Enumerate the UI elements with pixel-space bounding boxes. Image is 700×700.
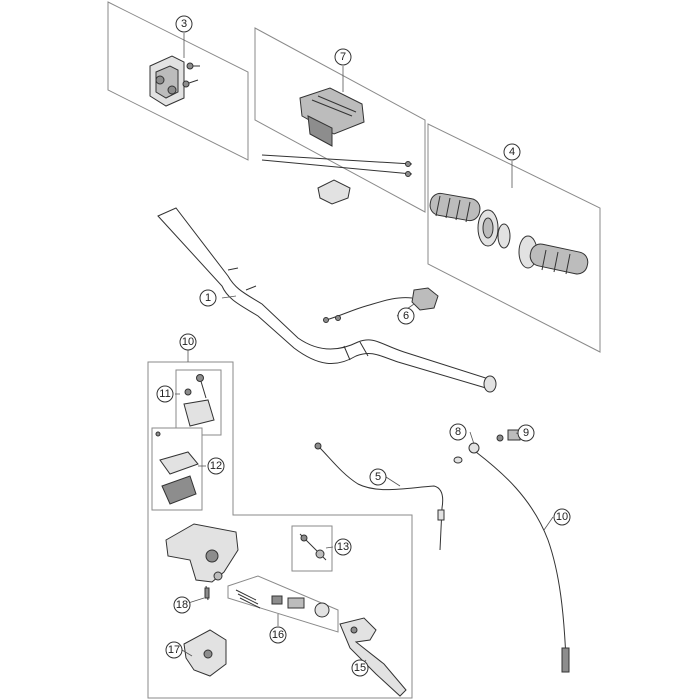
- callout-3: 3: [175, 15, 193, 33]
- callout-5: 5: [369, 468, 387, 486]
- callout-16: 16: [269, 626, 287, 644]
- part-adjuster-screw: [291, 525, 333, 572]
- callout-10: 10: [553, 508, 571, 526]
- part-cable-ties: [261, 154, 413, 177]
- callout-8: 8: [449, 423, 467, 441]
- svg-text:16: 16: [272, 629, 284, 641]
- part-left-grip: [429, 192, 481, 223]
- callout-15: 15: [351, 659, 369, 677]
- part-clamp-screws: [182, 62, 200, 88]
- part-handlebar-clamp: [149, 55, 185, 107]
- svg-text:18: 18: [176, 599, 188, 611]
- part-master-cylinder-body: [165, 523, 239, 583]
- svg-text:10: 10: [182, 336, 194, 348]
- svg-text:11: 11: [159, 388, 170, 400]
- callout-9: 9: [517, 424, 535, 442]
- callout-14: 13: [334, 538, 352, 556]
- part-lever-bracket: [183, 629, 227, 677]
- part-hot-start-cable: [453, 429, 570, 673]
- callout-11: 10: [179, 333, 197, 351]
- part-lever-pivot-spring: [204, 585, 210, 601]
- svg-text:10: 10: [556, 511, 568, 523]
- part-handlebar-pad: [299, 87, 365, 147]
- part-bracket-clip: [317, 179, 351, 205]
- svg-text:3: 3: [181, 18, 187, 30]
- part-reservoir-cap-kit: [151, 427, 203, 511]
- callout-18: 18: [173, 596, 191, 614]
- svg-text:15: 15: [354, 662, 366, 674]
- panel-grip-set: [427, 123, 601, 353]
- svg-text:1: 1: [205, 292, 211, 304]
- svg-text:13: 13: [337, 541, 349, 553]
- part-throttle-ring: [497, 223, 511, 249]
- part-master-cylinder-clamp-kit: [175, 369, 222, 436]
- svg-text:6: 6: [403, 310, 409, 322]
- part-right-grip: [518, 235, 589, 275]
- svg-text:9: 9: [523, 427, 529, 439]
- callout-6: 6: [397, 307, 415, 325]
- part-handlebar: [157, 207, 497, 393]
- svg-text:7: 7: [340, 51, 346, 63]
- svg-text:12: 12: [210, 460, 222, 472]
- part-piston-kit: [227, 575, 339, 633]
- part-throttle-switch: [323, 287, 439, 323]
- panel-handlebar-pad: [254, 27, 426, 213]
- svg-text:8: 8: [455, 426, 461, 438]
- callout-4: 4: [503, 143, 521, 161]
- panel-brake-master-cylinder: [147, 361, 413, 699]
- svg-text:17: 17: [168, 644, 180, 656]
- svg-text:5: 5: [375, 471, 381, 483]
- panel-handlebar-clamp: [107, 1, 249, 161]
- callout-17: 17: [165, 641, 183, 659]
- part-throttle-cable: [314, 442, 445, 551]
- part-throttle-tube: [477, 209, 499, 247]
- svg-text:4: 4: [509, 146, 515, 158]
- callout-13: 12: [207, 457, 225, 475]
- callout-1: 1: [199, 289, 217, 307]
- callout-12: 11: [156, 385, 174, 403]
- callout-7: 7: [334, 48, 352, 66]
